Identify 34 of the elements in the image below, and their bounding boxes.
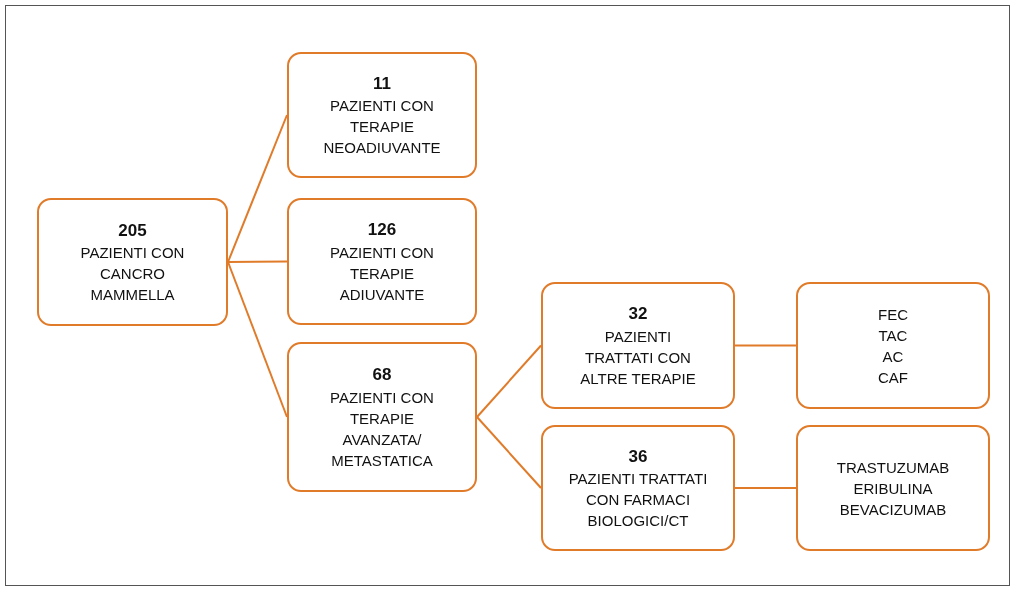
box-text: ERIBULINA [853, 478, 933, 499]
box-text: PAZIENTI CON CANCRO MAMMELLA [79, 243, 186, 306]
connector-line [227, 260, 288, 263]
count-number: 36 [628, 445, 648, 468]
connector-line [227, 114, 288, 263]
rounded-box [37, 198, 228, 326]
box-text: CAF [878, 367, 908, 388]
box-text: PAZIENTI CON TERAPIE NEOADIUVANTE [322, 96, 442, 159]
connector-line [734, 487, 797, 489]
count-number: 11 [373, 72, 391, 95]
rounded-box [287, 198, 477, 325]
box-text: FEC [878, 304, 908, 325]
connector-line [476, 416, 542, 489]
box-text: PAZIENTI CON TERAPIE AVANZATA/ METASTATICA [329, 387, 435, 471]
rounded-box [287, 52, 477, 178]
count-number: 68 [372, 364, 392, 387]
connector-line [734, 344, 797, 347]
rounded-box [541, 425, 735, 551]
box-text: TAC [878, 325, 908, 346]
box-text: BEVACIZUMAB [839, 499, 947, 520]
box-text: AC [882, 346, 904, 367]
rounded-box [541, 282, 735, 409]
box-text: PAZIENTI CON TERAPIE ADIUVANTE [329, 242, 435, 305]
rounded-box [796, 425, 990, 551]
box-text: TRASTUZUMAB [836, 457, 950, 478]
count-number: 32 [628, 303, 648, 326]
count-number: 205 [118, 219, 147, 242]
connector-line [476, 344, 542, 418]
count-number: 126 [367, 219, 397, 242]
connector-line [227, 261, 288, 418]
box-text: PAZIENTI TRATTATI CON FARMACI BIOLOGICI/CT [567, 469, 709, 532]
rounded-box [796, 282, 990, 409]
box-text: PAZIENTI TRATTATI CON ALTRE TERAPIE [579, 326, 697, 389]
rounded-box [287, 342, 477, 492]
